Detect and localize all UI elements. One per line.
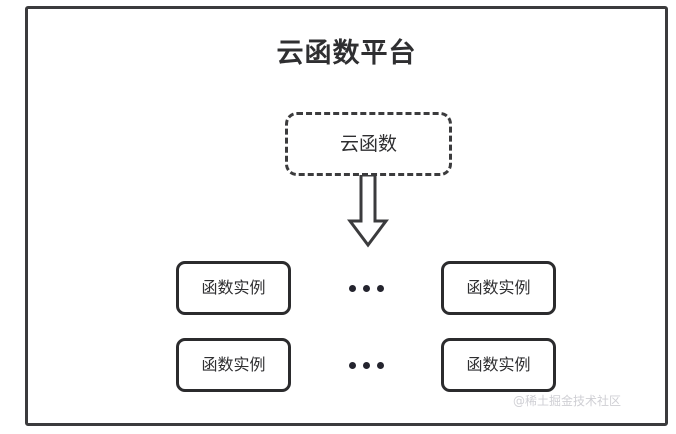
ellipsis-dot [376,284,384,292]
ellipsis-dots [348,284,384,292]
function-instance-box[interactable]: 函数实例 [441,261,556,315]
ellipsis-dot [362,284,370,292]
function-instance-label: 函数实例 [201,355,266,374]
ellipsis-indicator [291,338,441,392]
arrow-down-icon-svg [347,173,389,248]
page-title: 云函数平台 [276,38,417,69]
arrow-down-icon [346,173,390,249]
ellipsis-dots [348,361,384,369]
function-instance-box[interactable]: 函数实例 [176,261,291,315]
ellipsis-dot [376,361,384,369]
function-instance-box[interactable]: 函数实例 [176,338,291,392]
ellipsis-dot [348,284,356,292]
function-instance-label: 函数实例 [466,278,531,297]
ellipsis-indicator [291,261,441,315]
cloud-function-label: 云函数 [339,133,397,155]
ellipsis-dot [348,361,356,369]
instance-row: 函数实例 函数实例 [28,261,676,315]
instance-row: 函数实例 函数实例 [28,338,676,392]
function-instance-label: 函数实例 [466,355,531,374]
ellipsis-dot [362,361,370,369]
function-instance-label: 函数实例 [201,278,266,297]
function-instance-box[interactable]: 函数实例 [441,338,556,392]
watermark: @稀土掘金技术社区 [512,394,621,408]
cloud-function-node[interactable]: 云函数 [285,112,452,176]
cloud-function-platform-frame: 云函数平台 云函数 函数实例 函数实例 [25,6,668,426]
